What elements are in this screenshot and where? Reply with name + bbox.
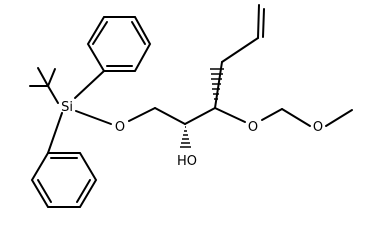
hydroxyl-label: HO [177, 154, 197, 169]
methoxy-oxygen-label: O [313, 120, 323, 135]
methoxymethyl-group [261, 108, 353, 127]
chemical-structure: Si O HO O O [29, 4, 353, 208]
tert-butyl-group [29, 67, 59, 104]
ether-oxygen-label: O [248, 120, 258, 135]
silyl-ether-oxygen-label: O [115, 120, 125, 135]
hashed-wedge-bond-oh [180, 126, 191, 148]
hashed-wedge-bond-allyl [210, 68, 224, 105]
phenyl-ring-top [74, 16, 152, 99]
silicon-atom-label: Si [61, 100, 73, 115]
phenyl-ring-bottom [30, 112, 98, 208]
carbon-chain [75, 4, 265, 125]
